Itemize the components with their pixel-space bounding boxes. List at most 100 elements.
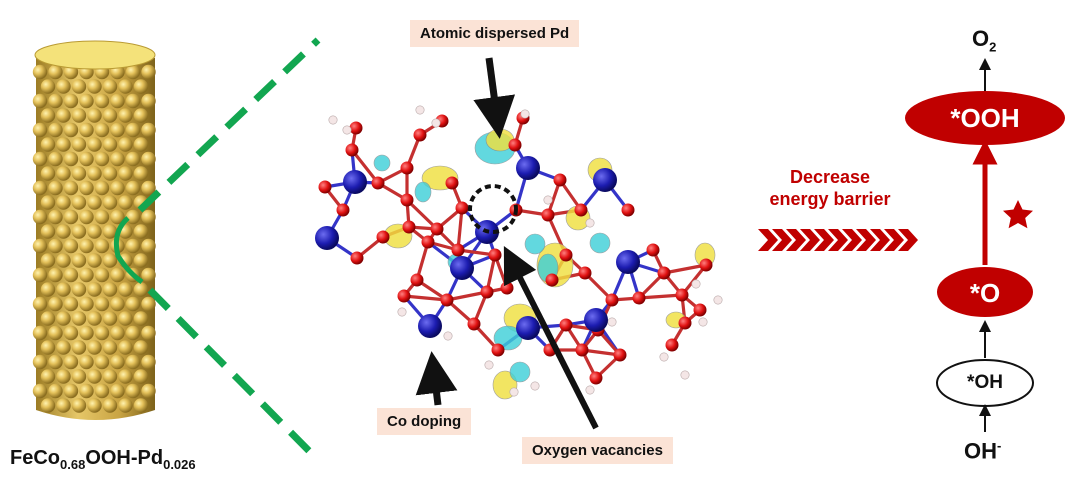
surface-bump: [71, 369, 87, 384]
surface-bump: [63, 151, 79, 167]
isosurface-lobe: [509, 361, 531, 383]
decrease-line1: Decrease: [789, 167, 871, 187]
bond: [403, 294, 448, 302]
surface-bump: [56, 195, 71, 210]
surface-bump: [32, 267, 48, 283]
surface-bump: [40, 311, 56, 326]
surface-bump: [32, 209, 48, 225]
surface-bump: [125, 180, 141, 196]
surface-bump: [118, 166, 133, 181]
hydrogen-atom: [530, 381, 540, 391]
vacancy-highlight-circle: [468, 184, 518, 234]
surface-bump: [71, 398, 87, 413]
surface-bump: [118, 282, 133, 297]
oxygen-atom: [318, 180, 332, 194]
metal-atom: [418, 314, 442, 338]
surface-bump: [48, 209, 63, 225]
hydrogen-atom: [659, 352, 669, 362]
surface-bump: [56, 166, 71, 181]
surface-bump: [110, 151, 125, 167]
surface-bump: [118, 137, 133, 152]
surface-bump: [118, 79, 133, 94]
isosurface-lobe: [414, 181, 432, 203]
oxygen-atom: [589, 371, 603, 385]
surface-bump: [71, 195, 87, 210]
surface-bump: [110, 93, 125, 109]
chevron-arrow-band: [758, 229, 918, 251]
oer-pathway: [905, 58, 1065, 432]
surface-bump: [133, 398, 149, 413]
surface-bump: [133, 108, 149, 123]
oxygen-atom: [678, 316, 692, 330]
oxygen-atom: [500, 281, 514, 295]
oxygen-atom: [402, 220, 416, 234]
surface-bump: [32, 296, 48, 312]
surface-bump: [71, 282, 87, 297]
chevron-shape: [814, 229, 834, 251]
decrease-label: Decrease energy barrier: [745, 166, 915, 210]
surface-bump: [87, 253, 102, 268]
metal-atom: [516, 316, 540, 340]
chevron-shape: [800, 229, 820, 251]
surface-bump: [32, 122, 48, 138]
ooh-label: *OOH: [950, 103, 1020, 133]
surface-bump: [102, 195, 118, 210]
chevron-shape: [870, 229, 890, 251]
surface-bump: [71, 340, 87, 355]
surface-bump: [48, 267, 63, 283]
surface-bump: [56, 79, 71, 94]
surface-bump: [63, 238, 79, 254]
pd-label: Atomic dispersed Pd: [410, 20, 580, 47]
surface-bump: [79, 93, 94, 109]
chevron-shape: [828, 229, 848, 251]
surface-bump: [141, 325, 156, 341]
surface-bump: [48, 64, 63, 80]
surface-bump: [102, 79, 118, 94]
surface-bump: [63, 93, 79, 109]
surface-bump: [48, 354, 63, 370]
surface-bump: [94, 93, 110, 109]
surface-bump: [133, 137, 149, 152]
surface-bump: [110, 180, 125, 196]
surface-bump: [56, 108, 71, 123]
oxygen-atom: [397, 289, 411, 303]
surface-bump: [32, 93, 48, 109]
zoom-line-bottom: [147, 287, 321, 463]
surface-bump: [94, 238, 110, 254]
surface-bump: [133, 253, 149, 268]
bond: [456, 207, 464, 251]
surface-bump: [110, 354, 125, 370]
oxygen-atom: [430, 222, 444, 236]
oxygen-atom: [559, 248, 573, 262]
zoom-marker-curve: [113, 216, 144, 285]
bond: [415, 241, 430, 281]
chevron-shape: [898, 229, 918, 251]
oxygen-atom: [575, 343, 589, 357]
surface-bump: [71, 108, 87, 123]
surface-bump: [141, 383, 156, 399]
surface-bump: [32, 325, 48, 341]
surface-bump: [94, 180, 110, 196]
formula-sub2: 0.026: [163, 457, 196, 472]
oxygen-atom: [410, 273, 424, 287]
oxygen-atom: [413, 128, 427, 142]
surface-bump: [71, 224, 87, 239]
surface-bump: [125, 93, 141, 109]
surface-bump: [48, 325, 63, 341]
surface-bump: [125, 383, 141, 399]
bond: [446, 290, 488, 302]
surface-bump: [87, 224, 102, 239]
surface-bump: [87, 108, 102, 123]
oxygen-atom: [574, 203, 588, 217]
oxygen-atom: [445, 176, 459, 190]
oxygen-atom: [421, 235, 435, 249]
compound-formula: FeCo0.68OOH-Pd0.026: [10, 447, 196, 472]
hydrogen-atom: [585, 385, 595, 395]
surface-bump: [63, 180, 79, 196]
surface-bump: [102, 282, 118, 297]
pd-pointer-arrow: [473, 57, 516, 139]
surface-bump: [63, 209, 79, 225]
oxygen-atom: [400, 161, 414, 175]
surface-bump: [102, 369, 118, 384]
surface-bump: [40, 253, 56, 268]
